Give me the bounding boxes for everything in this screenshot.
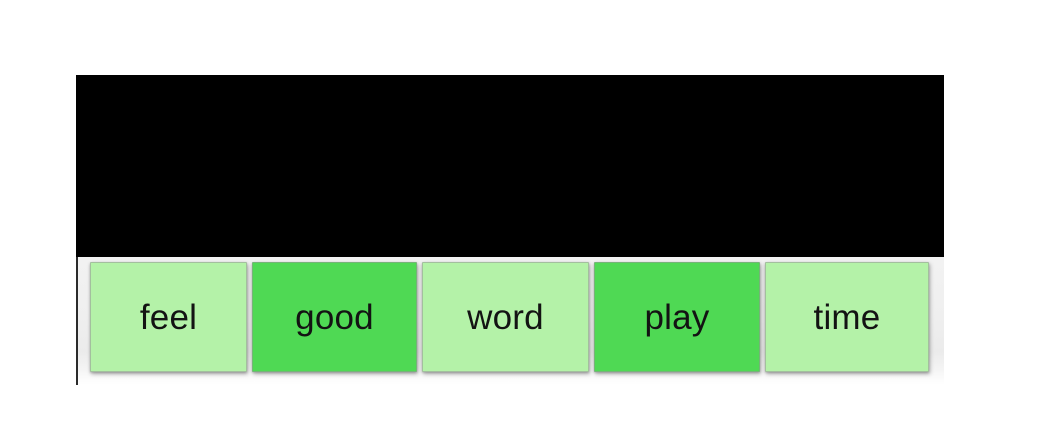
word-tile-word[interactable]: word bbox=[422, 262, 589, 372]
video-area[interactable] bbox=[76, 75, 944, 257]
word-tile-feel[interactable]: feel bbox=[90, 262, 247, 372]
app-window: feel good word play time bbox=[76, 75, 944, 385]
word-tile-label: word bbox=[467, 297, 544, 337]
word-tile-play[interactable]: play bbox=[594, 262, 760, 372]
word-tile-label: time bbox=[813, 297, 881, 337]
word-tile-list: feel good word play time bbox=[90, 262, 929, 372]
word-tile-label: good bbox=[295, 297, 374, 337]
word-tile-good[interactable]: good bbox=[252, 262, 417, 372]
word-tile-label: play bbox=[644, 297, 710, 337]
word-tile-time[interactable]: time bbox=[765, 262, 929, 372]
word-tile-label: feel bbox=[139, 297, 198, 337]
word-suggestion-strip: feel good word play time bbox=[76, 257, 944, 385]
